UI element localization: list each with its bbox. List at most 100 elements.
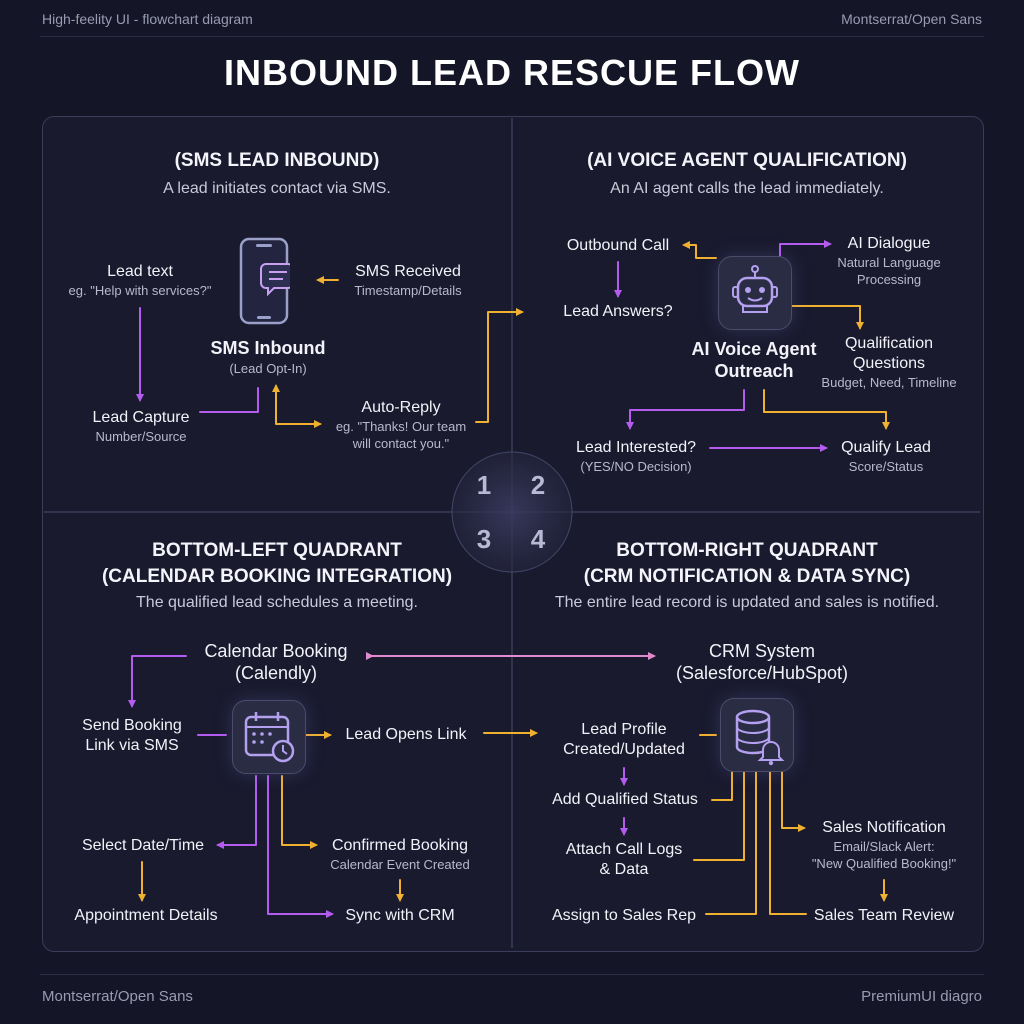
q4-arrow-to-notification bbox=[781, 771, 806, 832]
q2-node-agent: AI Voice Agent Outreach bbox=[680, 338, 828, 382]
q2-arrow-to-qualify bbox=[763, 389, 890, 430]
confirmed-booking-detail: Calendar Event Created bbox=[330, 857, 470, 872]
quadrant-badge-3: 3 bbox=[476, 524, 492, 554]
q2-arrow-to-outbound bbox=[682, 241, 717, 259]
footer-left-caption: Montserrat/Open Sans bbox=[42, 988, 193, 1005]
quadrant-badge-1: 1 bbox=[476, 470, 492, 500]
q2-node-qualification: Qualification Questions Budget, Need, Ti… bbox=[806, 334, 972, 391]
calendar-clock-icon bbox=[232, 700, 306, 774]
q2-node-lead-answers: Lead Answers? bbox=[552, 302, 684, 322]
calendar-booking-label-1: Calendar Booking bbox=[204, 641, 348, 661]
q4-node-lead-profile: Lead Profile Created/Updated bbox=[546, 720, 702, 760]
q4-node-assign-rep: Assign to Sales Rep bbox=[542, 906, 706, 926]
lead-interested-detail: (YES/NO Decision) bbox=[580, 459, 692, 474]
sms-received-label: SMS Received bbox=[355, 263, 461, 280]
send-link-label-2: Link via SMS bbox=[85, 737, 179, 754]
header-left-caption: High-feelity UI - flowchart diagram bbox=[42, 11, 253, 27]
q4-node-add-status: Add Qualified Status bbox=[538, 790, 712, 810]
q3-title-line-2: (CALENDAR BOOKING INTEGRATION) bbox=[101, 566, 453, 587]
smartphone-chat-icon bbox=[238, 236, 294, 326]
q3-arrow-to-sync bbox=[267, 775, 334, 918]
q4-line-logs bbox=[693, 771, 745, 861]
lead-answers-label: Lead Answers? bbox=[563, 303, 673, 320]
crm-system-label-2: (Salesforce/HubSpot) bbox=[675, 663, 849, 683]
ai-dialogue-detail-1: Natural Language bbox=[837, 255, 941, 270]
auto-reply-detail-2: will contact you." bbox=[352, 436, 450, 451]
qualify-lead-label: Qualify Lead bbox=[841, 439, 931, 456]
send-link-label-1: Send Booking bbox=[82, 717, 182, 734]
center-hub bbox=[451, 451, 573, 573]
q1-node-lead-text: Lead text eg. "Help with services?" bbox=[50, 262, 230, 299]
agent-label-1: AI Voice Agent bbox=[691, 339, 817, 359]
add-status-label: Add Qualified Status bbox=[552, 791, 698, 808]
lead-profile-label-2: Created/Updated bbox=[563, 741, 685, 758]
q2-title: (AI VOICE AGENT QUALIFICATION) bbox=[587, 150, 907, 171]
page-title: INBOUND LEAD RESCUE FLOW bbox=[224, 52, 800, 93]
sales-review-label: Sales Team Review bbox=[813, 907, 955, 924]
q3-node-lead-opens-link: Lead Opens Link bbox=[336, 725, 476, 745]
sms-inbound-label: SMS Inbound bbox=[210, 338, 326, 358]
qualification-label-2: Questions bbox=[852, 355, 926, 372]
q1-node-sms-received: SMS Received Timestamp/Details bbox=[338, 262, 478, 299]
q2-subtitle: An AI agent calls the lead immediately. bbox=[610, 180, 884, 197]
q3-node-send-link: Send Booking Link via SMS bbox=[66, 716, 198, 756]
q4-title-line-2: (CRM NOTIFICATION & DATA SYNC) bbox=[583, 566, 911, 587]
quadrant-badge-4: 4 bbox=[530, 524, 546, 554]
q1-arrow-to-q2 bbox=[475, 308, 524, 423]
q4-line-assign bbox=[705, 771, 757, 915]
database-bell-icon bbox=[720, 698, 794, 772]
lead-profile-label-1: Lead Profile bbox=[581, 721, 667, 738]
qualification-detail: Budget, Need, Timeline bbox=[821, 375, 957, 390]
confirmed-booking-label: Confirmed Booking bbox=[331, 837, 469, 854]
q3-node-select-date: Select Date/Time bbox=[70, 836, 216, 856]
lead-interested-label: Lead Interested? bbox=[575, 439, 697, 456]
q2-arrow-to-interested bbox=[626, 389, 745, 430]
q3-node-sync-crm: Sync with CRM bbox=[336, 906, 464, 926]
lead-text-detail: eg. "Help with services?" bbox=[68, 283, 212, 298]
q2-node-outbound-call: Outbound Call bbox=[554, 236, 682, 256]
auto-reply-label: Auto-Reply bbox=[361, 399, 441, 416]
sales-notification-detail-1: Email/Slack Alert: bbox=[833, 839, 935, 854]
q4-node-sales-review: Sales Team Review bbox=[806, 906, 962, 926]
q3-title-line-1: BOTTOM-LEFT QUADRANT bbox=[152, 540, 402, 561]
q3-node-confirmed-booking: Confirmed Booking Calendar Event Created bbox=[316, 836, 484, 873]
select-date-label: Select Date/Time bbox=[81, 837, 205, 854]
q3-node-appointment-details: Appointment Details bbox=[56, 906, 236, 926]
agent-label-2: Outreach bbox=[714, 361, 794, 381]
q4-node-attach-logs: Attach Call Logs & Data bbox=[554, 840, 694, 880]
qualification-label-1: Qualification bbox=[844, 335, 934, 352]
calendar-booking-label-2: (Calendly) bbox=[234, 663, 318, 683]
q3-node-calendar-booking: Calendar Booking (Calendly) bbox=[186, 640, 366, 684]
assign-rep-label: Assign to Sales Rep bbox=[551, 907, 697, 924]
sales-notification-detail-2: "New Qualified Booking!" bbox=[811, 856, 957, 871]
q4-node-sales-notification: Sales Notification Email/Slack Alert: "N… bbox=[806, 818, 962, 872]
quadrant-badge-2: 2 bbox=[530, 470, 546, 500]
robot-icon bbox=[718, 256, 792, 330]
lead-text-label: Lead text bbox=[107, 263, 173, 280]
q1-arrow-to-autoreply bbox=[275, 403, 322, 428]
q4-subtitle: The entire lead record is updated and sa… bbox=[554, 594, 940, 611]
q3-arrow-to-select bbox=[216, 775, 257, 849]
header-divider bbox=[40, 36, 984, 37]
q2-node-qualify-lead: Qualify Lead Score/Status bbox=[830, 438, 942, 475]
q1-node-sms-inbound: SMS Inbound (Lead Opt-In) bbox=[198, 338, 338, 377]
lead-capture-label: Lead Capture bbox=[92, 409, 190, 426]
q2-arrow-to-dialogue bbox=[779, 240, 832, 259]
q4-node-crm-system: CRM System (Salesforce/HubSpot) bbox=[654, 640, 870, 684]
q3-arrow-to-send-link bbox=[128, 655, 187, 708]
q1-title: (SMS LEAD INBOUND) bbox=[174, 150, 380, 171]
q1-line-inbound-to-capture bbox=[199, 387, 259, 413]
lead-capture-detail: Number/Source bbox=[95, 429, 187, 444]
lead-opens-link-label: Lead Opens Link bbox=[345, 726, 467, 743]
auto-reply-detail-1: eg. "Thanks! Our team bbox=[335, 419, 467, 434]
q4-line-status bbox=[711, 769, 733, 801]
qualify-lead-detail: Score/Status bbox=[848, 459, 924, 474]
q2-node-lead-interested: Lead Interested? (YES/NO Decision) bbox=[566, 438, 706, 475]
q4-title-line-1: BOTTOM-RIGHT QUADRANT bbox=[616, 540, 878, 561]
sales-notification-label: Sales Notification bbox=[822, 819, 946, 836]
q1-subtitle: A lead initiates contact via SMS. bbox=[163, 180, 391, 197]
outbound-call-label: Outbound Call bbox=[566, 237, 670, 254]
ai-dialogue-detail-2: Processing bbox=[856, 272, 922, 287]
ai-dialogue-label: AI Dialogue bbox=[847, 235, 931, 252]
